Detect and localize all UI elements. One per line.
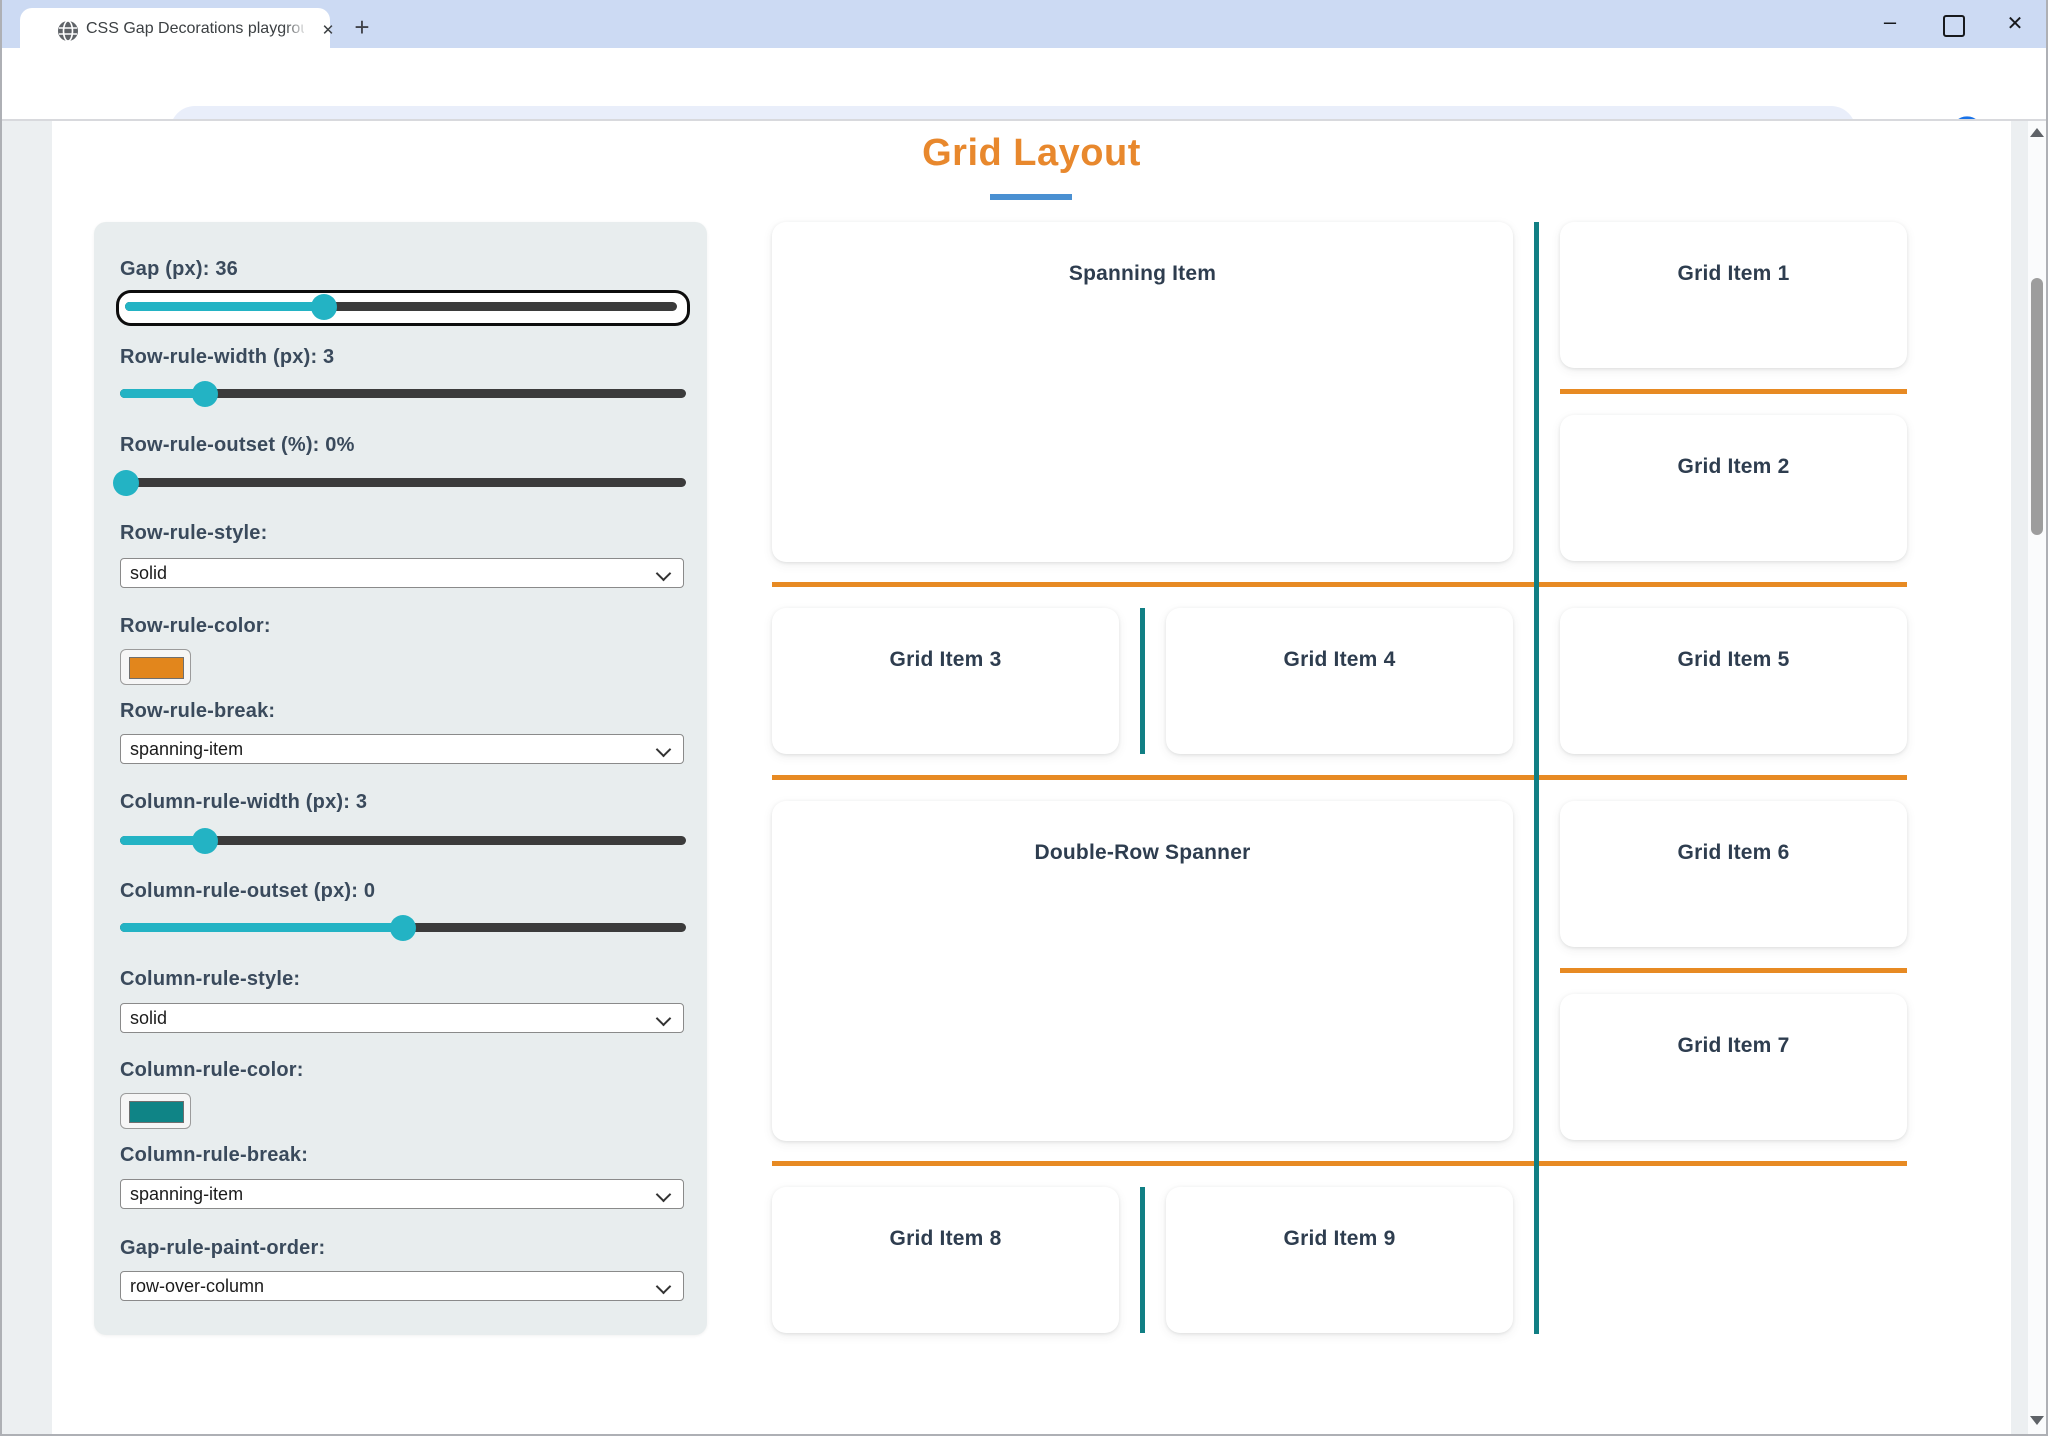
scrollbar-thumb[interactable] [2031,278,2043,535]
window-minimize-button[interactable]: – [1883,9,1897,34]
slider-thumb[interactable] [390,915,416,941]
row-rule-color-picker[interactable] [120,649,191,685]
column-rule-break-label: Column-rule-break: [120,1144,309,1166]
column-rule-color-label: Column-rule-color: [120,1059,304,1081]
row-rule-break-label: Row-rule-break: [120,700,276,722]
grid-card-1: Grid Item 1 [1560,222,1907,368]
column-rule-break-select[interactable]: spanning-item [120,1179,684,1209]
select-value: spanning-item [130,739,244,759]
column-rule-color-picker[interactable] [120,1093,191,1129]
slider-fill [125,302,324,311]
column-rule-width-slider[interactable] [120,828,686,854]
grid-card-6: Grid Item 6 [1560,801,1907,947]
tab-title-fade [284,18,308,42]
page-content: Grid Layout Gap (px): 36 Row-rule-width … [52,121,2011,1436]
column-rule-short-row6 [1140,1187,1145,1333]
toolbar-separator [0,119,2048,121]
column-rule-style-label: Column-rule-style: [120,968,301,990]
color-swatch [129,657,184,679]
row-rule-full-1 [772,582,1907,587]
tab-title: CSS Gap Decorations playgroun [86,20,304,37]
row-rule-style-select[interactable]: solid [120,558,684,588]
column-rule-width-label: Column-rule-width (px): 3 [120,791,368,813]
row-rule-full-2 [772,775,1907,780]
slider-thumb[interactable] [310,294,337,320]
row-rule-outset-label: Row-rule-outset (%): 0% [120,434,355,456]
color-swatch [129,1101,184,1123]
scrollbar-up-arrow[interactable] [2030,128,2044,137]
slider-thumb[interactable] [191,381,218,407]
grid-card-2: Grid Item 2 [1560,415,1907,561]
gap-label: Gap (px): 36 [120,258,238,280]
row-rule-width-label: Row-rule-width (px): 3 [120,346,335,368]
tab-strip: CSS Gap Decorations playgroun ✕ + – ✕ [0,0,2048,48]
chevron-down-icon [655,1278,672,1295]
slider-thumb[interactable] [191,828,218,854]
grid-card-8: Grid Item 8 [772,1187,1119,1333]
grid-card-4: Grid Item 4 [1166,608,1513,754]
select-value: row-over-column [130,1276,265,1296]
title-underline [990,194,1072,200]
scrollbar-down-arrow[interactable] [2030,1416,2044,1425]
window-close-button[interactable]: ✕ [2006,13,2024,35]
grid-card-double-row-spanner: Double-Row Spanner [772,801,1513,1141]
gap-slider[interactable] [116,290,690,326]
column-rule-long [1534,222,1539,1334]
row-rule-full-3 [772,1161,1907,1166]
grid-card-9: Grid Item 9 [1166,1187,1513,1333]
browser-tab[interactable]: CSS Gap Decorations playgroun ✕ [20,8,334,48]
select-value: spanning-item [130,1184,244,1204]
row-rule-break-select[interactable]: spanning-item [120,734,684,764]
row-rule-outset-slider[interactable] [112,470,686,496]
slider-track[interactable] [125,302,677,311]
chevron-down-icon [655,741,672,758]
gap-rule-paint-order-label: Gap-rule-paint-order: [120,1237,326,1259]
chevron-down-icon [655,1186,672,1203]
row-rule-col3-b [1560,968,1907,973]
row-rule-color-label: Row-rule-color: [120,615,271,637]
globe-favicon-icon [58,20,78,42]
new-tab-button[interactable]: + [354,12,370,42]
page-title: Grid Layout [922,132,1141,174]
window-maximize-button[interactable] [1943,15,1965,37]
chevron-down-icon [655,1010,672,1027]
tab-close-icon[interactable]: ✕ [321,22,335,39]
grid-card-5: Grid Item 5 [1560,608,1907,754]
select-value: solid [130,1008,168,1028]
column-rule-short-row3 [1140,608,1145,754]
grid-card-spanning: Spanning Item [772,222,1513,562]
column-rule-outset-slider[interactable] [120,915,686,941]
row-rule-width-slider[interactable] [120,381,686,407]
grid-card-3: Grid Item 3 [772,608,1119,754]
slider-thumb[interactable] [112,470,139,496]
row-rule-style-label: Row-rule-style: [120,522,268,544]
controls-panel: Gap (px): 36 Row-rule-width (px): 3 Row-… [94,222,707,1335]
chevron-down-icon [655,565,672,582]
select-value: solid [130,563,168,583]
row-rule-col3-a [1560,389,1907,394]
column-rule-outset-label: Column-rule-outset (px): 0 [120,880,376,902]
column-rule-style-select[interactable]: solid [120,1003,684,1033]
grid-card-7: Grid Item 7 [1560,994,1907,1140]
browser-toolbar: ← → ☆ microsoftedge.github.io/Demos/css-… [0,48,2048,156]
gap-rule-paint-order-select[interactable]: row-over-column [120,1271,684,1301]
